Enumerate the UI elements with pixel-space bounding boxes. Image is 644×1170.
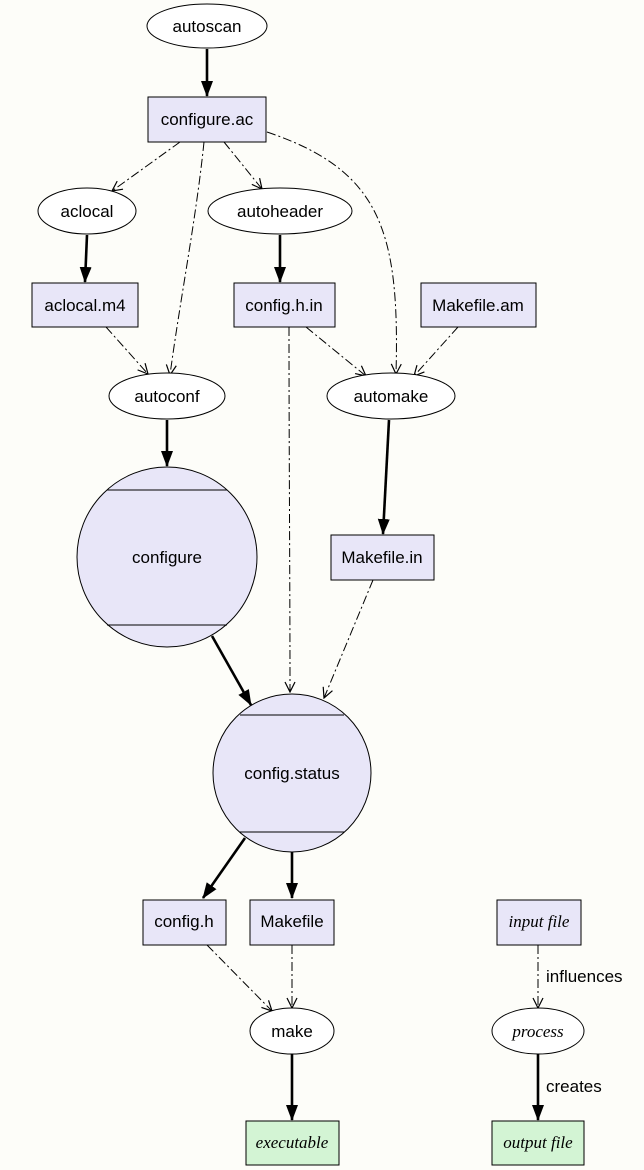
node-label: autoheader [237,202,323,221]
edge-configure-ac-automake [266,131,396,374]
edge-configure-ac-autoconf [170,141,205,375]
node-label: autoscan [173,17,242,36]
node-label: executable [256,1133,329,1152]
edge-configure-ac-aclocal [112,141,181,191]
edge-aclocal-aclocal-m4 [79,234,92,283]
edge-aclocal-m4-autoconf [105,326,148,374]
node-autoheader: autoheader [207,187,353,235]
legend: input file process output file influence… [491,899,623,1166]
edge-config-h-in-config-status [289,326,290,692]
node-config-h-in: config.h.in [233,282,336,328]
node-automake: automake [326,372,456,420]
edge-configure-config-status [210,635,253,706]
node-makefile-in: Makefile.in [330,534,435,581]
node-label: config.h [154,912,214,931]
legend-process: process [491,1007,585,1055]
node-configure-ac: configure.ac [147,96,267,143]
node-makefile: Makefile [249,899,335,946]
edges [79,49,544,1121]
legend-input-file: input file [496,899,582,946]
edge-config-h-make [206,944,272,1011]
node-aclocal: aclocal [37,187,137,235]
node-label: make [271,1022,313,1041]
node-makefile-am: Makefile.am [420,282,537,328]
node-label: configure.ac [161,110,254,129]
legend-input-file-label: input file [509,912,570,931]
node-label: aclocal [61,202,114,221]
edge-configure-ac-autoheader [223,141,262,189]
node-label: aclocal.m4 [44,296,125,315]
legend-output-file: output file [491,1120,585,1166]
node-make: make [249,1007,335,1055]
node-label: configure [132,548,202,567]
edge-config-status-config-h [201,837,247,899]
edge-automake-makefile-in [377,419,391,535]
node-config-status: config.status [212,693,372,853]
node-aclocal-m4: aclocal.m4 [31,282,139,328]
edge-makefile-in-config-status [324,579,374,698]
edge-config-h-in-automake [305,326,366,376]
node-label: Makefile [260,912,323,931]
legend-process-label: process [511,1022,564,1041]
node-label: config.h.in [245,296,323,315]
legend-influences-label: influences [546,967,623,986]
node-label: Makefile.in [341,548,422,567]
node-autoconf: autoconf [108,372,226,420]
node-label: autoconf [134,387,199,406]
legend-creates-label: creates [546,1077,602,1096]
node-label: Makefile.am [432,296,524,315]
legend-output-file-label: output file [503,1133,573,1152]
node-executable: executable [245,1120,340,1166]
node-label: config.status [244,764,339,783]
node-configure: configure [76,466,258,648]
node-config-h: config.h [142,899,227,946]
node-autoscan: autoscan [146,3,268,49]
node-label: automake [354,387,429,406]
edge-makefile-am-automake [414,326,459,376]
